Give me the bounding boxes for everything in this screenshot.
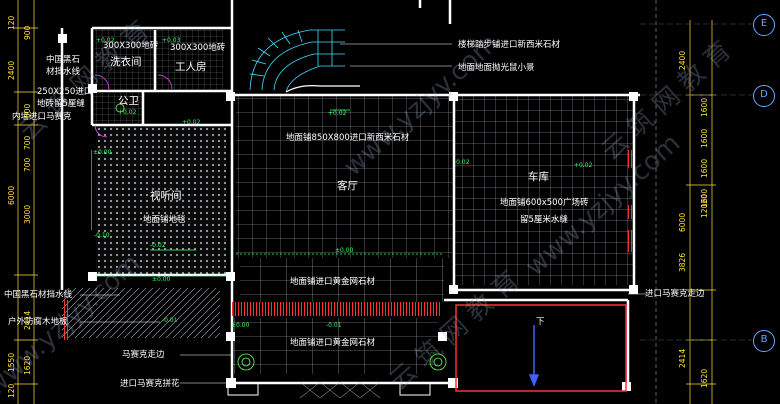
- dim-left: 120: [7, 383, 16, 398]
- axis-label-b: B: [760, 334, 768, 345]
- level-marker: -0.01: [326, 322, 342, 329]
- note-laundry-floor: 300X300地砖: [103, 41, 159, 51]
- dim-right: 6000: [678, 212, 687, 232]
- dim-left: 120: [7, 15, 16, 30]
- red-windows: [64, 150, 633, 392]
- axis-lines: [640, 23, 752, 341]
- note-stairs: 楼梯踏步铺进口新西米石材: [458, 40, 561, 50]
- dim-right: 1600: [700, 97, 709, 117]
- garage-floor-grid: [454, 95, 634, 285]
- note-import-tile-2: 地砖留5厘缝: [37, 99, 85, 109]
- level-marker: ±0.00: [152, 276, 171, 283]
- wet-rooms-tiles: [95, 30, 223, 90]
- stone-band-2: [232, 318, 438, 374]
- level-marker: ±0.00: [335, 247, 354, 254]
- dim-right: 2400: [678, 50, 687, 70]
- dimension-lines-left: [14, 0, 38, 404]
- level-marker: +0.02: [574, 162, 593, 169]
- dim-left: 900: [23, 25, 32, 40]
- spiral-stairs: [249, 29, 345, 93]
- level-marker: +0.02: [96, 37, 115, 44]
- axis-bubble-d: [753, 85, 775, 107]
- room-worker: 工人房: [175, 61, 207, 73]
- dim-right: 2414: [678, 348, 687, 368]
- dim-left: 2400: [7, 60, 16, 80]
- note-import-tile-3: 内墙进口马赛克: [12, 112, 72, 122]
- axis-bubble-e: [753, 14, 775, 36]
- level-marker: -0.10: [94, 232, 110, 239]
- note-gold-net-2: 地面铺进口黄金网石材: [290, 338, 376, 348]
- living-floor-grid: [236, 95, 454, 258]
- green-details: [96, 109, 444, 277]
- level-marker: ±0.00: [231, 322, 250, 329]
- note-theater-floor: 地面铺地毯: [143, 215, 186, 225]
- columns: [58, 34, 638, 391]
- mosaic-pattern: [227, 381, 431, 399]
- door-swings: [94, 74, 173, 138]
- level-marker: +0.02: [118, 109, 137, 116]
- note-gold-net-1: 地面铺进口黄金网石材: [290, 277, 376, 287]
- note-black-stone-1: 中国黑石: [46, 55, 81, 65]
- note-import-tile-1: 250X250进口: [37, 87, 93, 97]
- axis-bubble-b: [753, 330, 775, 352]
- dim-right: 1600: [700, 128, 709, 148]
- level-marker: ±0.00: [93, 149, 112, 156]
- axis-label-e: E: [760, 18, 768, 29]
- level-marker: +0.02: [182, 119, 201, 126]
- note-mosaic-corridor-right: 进口马赛克走边: [645, 289, 705, 299]
- dim-left: 2414: [23, 310, 32, 330]
- note-garage-floor-1: 地面铺600x500广场砖: [500, 198, 589, 208]
- note-black-stone-2: 材挡水线: [46, 67, 81, 77]
- dim-left: 700: [23, 135, 32, 150]
- down-arrow: [528, 325, 540, 388]
- note-stair-floor: 地面地面抛光鼠小景: [458, 63, 535, 73]
- level-marker: -0.02: [150, 242, 166, 249]
- dim-left: 3000: [23, 204, 32, 224]
- room-laundry: 洗衣间: [110, 56, 142, 68]
- dim-left: 700: [23, 157, 32, 172]
- note-mosaic-corridor-left: 马赛克走边: [122, 350, 165, 360]
- level-marker: +0.03: [162, 37, 181, 44]
- room-garage: 车库: [528, 171, 549, 183]
- toilet-tiles: [93, 93, 143, 123]
- note-living-floor: 地面铺850X800进口新西米石材: [286, 133, 410, 143]
- dim-left: 6000: [7, 185, 16, 205]
- axis-label-d: D: [760, 89, 768, 100]
- stair-landing-curve: [285, 85, 360, 93]
- note-mosaic-pattern: 进口马赛克拼花: [120, 379, 180, 389]
- dim-left: 500: [23, 103, 32, 118]
- dim-left: 1620: [23, 355, 32, 375]
- dim-right: 3826: [678, 252, 687, 272]
- walls: [60, 0, 640, 390]
- note-black-stone-line: 中国黑石材挡水线: [4, 290, 73, 300]
- note-worker-floor: 300X300地砖: [170, 43, 226, 53]
- note-garage-floor-2: 留5厘米水缝: [520, 215, 568, 225]
- note-down: 下: [536, 317, 545, 327]
- note-outdoor-floor: 户外防腐木地板: [8, 317, 68, 327]
- stone-band-1: [240, 258, 444, 302]
- dim-right: 1620: [700, 368, 709, 388]
- level-marker: +0.02: [328, 110, 347, 117]
- planters: [115, 103, 447, 371]
- dim-left: 1550: [7, 352, 16, 372]
- dim-right: 1600: [700, 158, 709, 178]
- room-living: 客厅: [337, 180, 358, 192]
- room-toilet: 公卫: [118, 95, 139, 107]
- level-marker: -0.01: [162, 317, 178, 324]
- level-marker: -0.02: [454, 159, 470, 166]
- leader-lines: [80, 43, 646, 384]
- room-theater: 视听间: [150, 190, 182, 202]
- deck-floor: [62, 288, 220, 338]
- dim-right: 12020: [700, 194, 709, 218]
